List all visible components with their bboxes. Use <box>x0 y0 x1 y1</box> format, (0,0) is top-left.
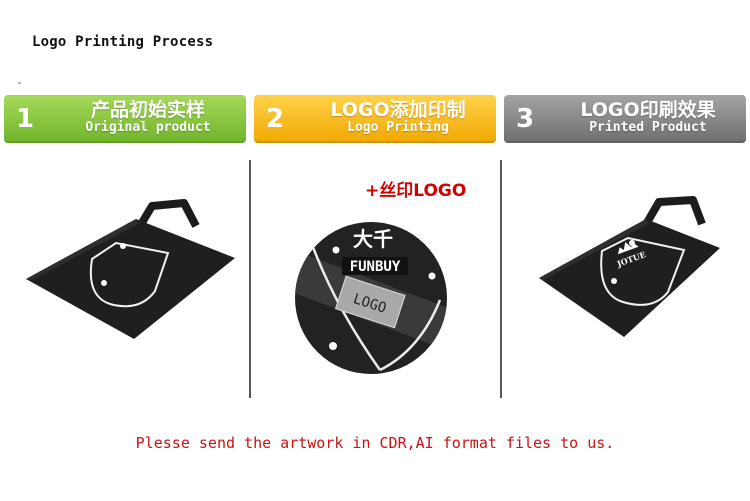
brand-mark: FUNBUY <box>350 259 401 275</box>
step-number: 2 <box>265 104 285 134</box>
step-title-zh: LOGO印刷效果 <box>580 99 716 121</box>
step-1-banner: 1 产品初始实样 Original product <box>4 95 246 143</box>
decorative-dot <box>18 82 21 84</box>
svg-text:大千: 大千 <box>353 227 393 251</box>
divider-right <box>500 160 502 398</box>
step-number: 3 <box>515 104 535 134</box>
artwork-format-note: Plesse send the artwork in CDR,AI format… <box>135 434 615 452</box>
step-title-zh: LOGO添加印制 <box>330 99 466 121</box>
divider-left <box>249 160 251 398</box>
step-3-banner: 3 LOGO印刷效果 Printed Product <box>504 95 746 143</box>
step-title-en: Logo Printing <box>347 120 449 135</box>
page-title: Logo Printing Process <box>32 34 214 50</box>
step-number: 1 <box>15 104 35 134</box>
silkscreen-logo-label: +丝印LOGO <box>365 181 467 201</box>
step-title-en: Printed Product <box>589 120 707 135</box>
step-title-zh: 产品初始实样 <box>90 99 205 121</box>
step-title-en: Original product <box>85 120 211 135</box>
step-2-banner: 2 LOGO添加印制 Logo Printing <box>254 95 496 143</box>
